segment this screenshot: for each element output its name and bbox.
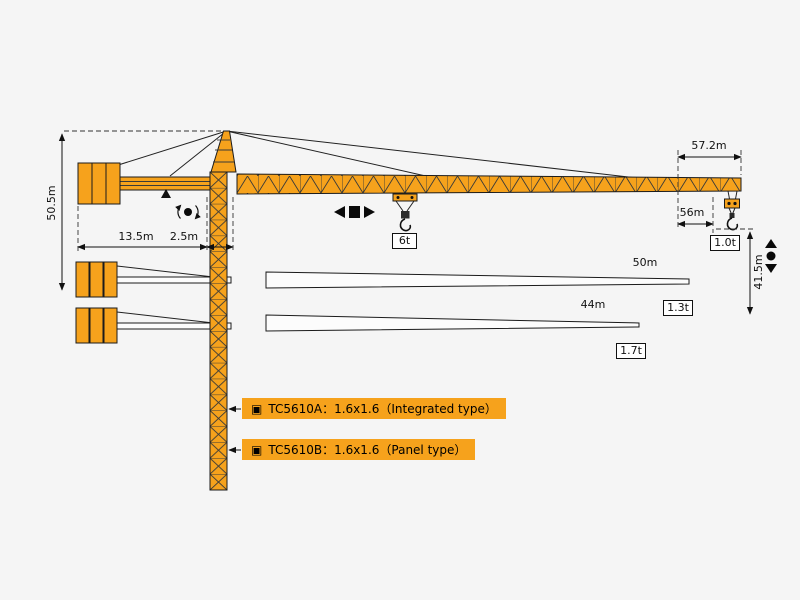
tip-hook-assembly [724, 190, 740, 231]
jib [236, 173, 742, 195]
jib-profile-50m [265, 271, 690, 289]
mast-section-icon: ▣ [251, 401, 263, 416]
trolley-hook-assembly [392, 193, 418, 232]
load-max: 6t [392, 233, 417, 249]
hoist-icon [765, 239, 777, 273]
counter-jib [115, 176, 213, 191]
dim-rear-offset: 2.5m [169, 230, 199, 243]
model-a-text: TC5610A：1.6x1.6（Integrated type） [268, 402, 497, 416]
dim-tip-radius: 56m [679, 206, 705, 219]
load-tip-50m: 1.3t [663, 300, 693, 316]
dim-counter-jib-radius: 13.5m [118, 230, 154, 243]
model-label-leaders [228, 405, 241, 454]
counterweight-blocks [77, 162, 121, 205]
jib-profile-44m [265, 314, 640, 332]
counterweight-config-44m [75, 307, 232, 344]
rotation-icon [175, 204, 201, 220]
dim-hook-height: 41.5m [752, 254, 765, 290]
tower-apex [210, 130, 237, 173]
tie-lines [95, 130, 656, 181]
dimension-lines [58, 130, 754, 315]
load-tip-44m: 1.7t [616, 343, 646, 359]
tower-mast [209, 171, 228, 491]
model-label-a: ▣ TC5610A：1.6x1.6（Integrated type） [242, 398, 506, 419]
mast-section-icon: ▣ [251, 442, 263, 457]
dim-tower-height: 50.5m [45, 185, 58, 221]
load-tip-56m: 1.0t [710, 235, 740, 251]
dim-jib-overall: 57.2m [691, 139, 727, 152]
model-b-text: TC5610B：1.6x1.6（Panel type） [268, 443, 467, 457]
counter-jib-marker-arrow [161, 189, 171, 198]
label-jib-50m: 50m [632, 256, 658, 269]
counterweight-config-50m [75, 261, 232, 298]
model-label-b: ▣ TC5610B：1.6x1.6（Panel type） [242, 439, 476, 460]
trolley-travel-icon [334, 206, 375, 218]
label-jib-44m: 44m [580, 298, 606, 311]
